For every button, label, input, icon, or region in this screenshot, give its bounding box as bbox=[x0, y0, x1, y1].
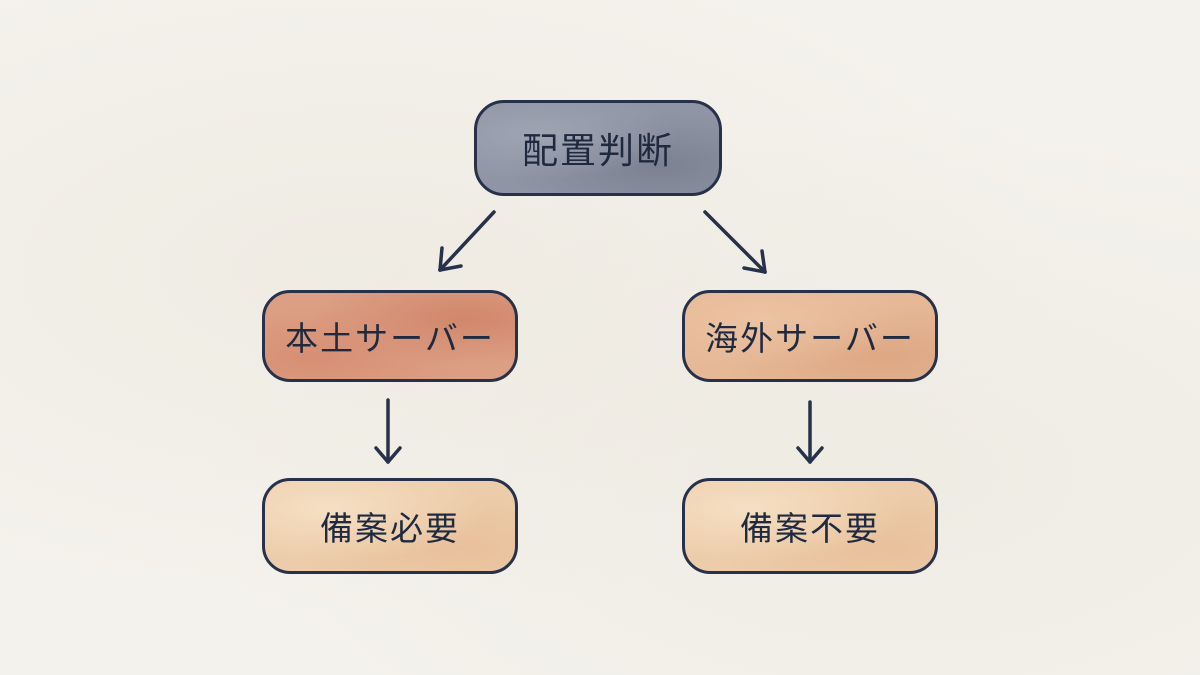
arrow-overseas-to-result bbox=[796, 400, 824, 464]
filing-required-node: 備案必要 bbox=[262, 478, 518, 574]
arrow-domestic-to-result bbox=[374, 398, 402, 464]
overseas-server-node: 海外サーバー bbox=[682, 290, 938, 382]
root-decision-node: 配置判断 bbox=[474, 100, 722, 196]
filing-not-required-node: 備案不要 bbox=[682, 478, 938, 574]
arrow-root-to-domestic bbox=[438, 210, 496, 272]
overseas-server-label: 海外サーバー bbox=[705, 319, 915, 358]
domestic-server-node: 本土サーバー bbox=[262, 290, 518, 382]
filing-not-required-label: 備案不要 bbox=[740, 509, 880, 548]
arrow-root-to-overseas bbox=[703, 210, 767, 274]
filing-required-label: 備案必要 bbox=[320, 509, 460, 548]
root-decision-label: 配置判断 bbox=[521, 131, 674, 172]
domestic-server-label: 本土サーバー bbox=[285, 319, 495, 358]
